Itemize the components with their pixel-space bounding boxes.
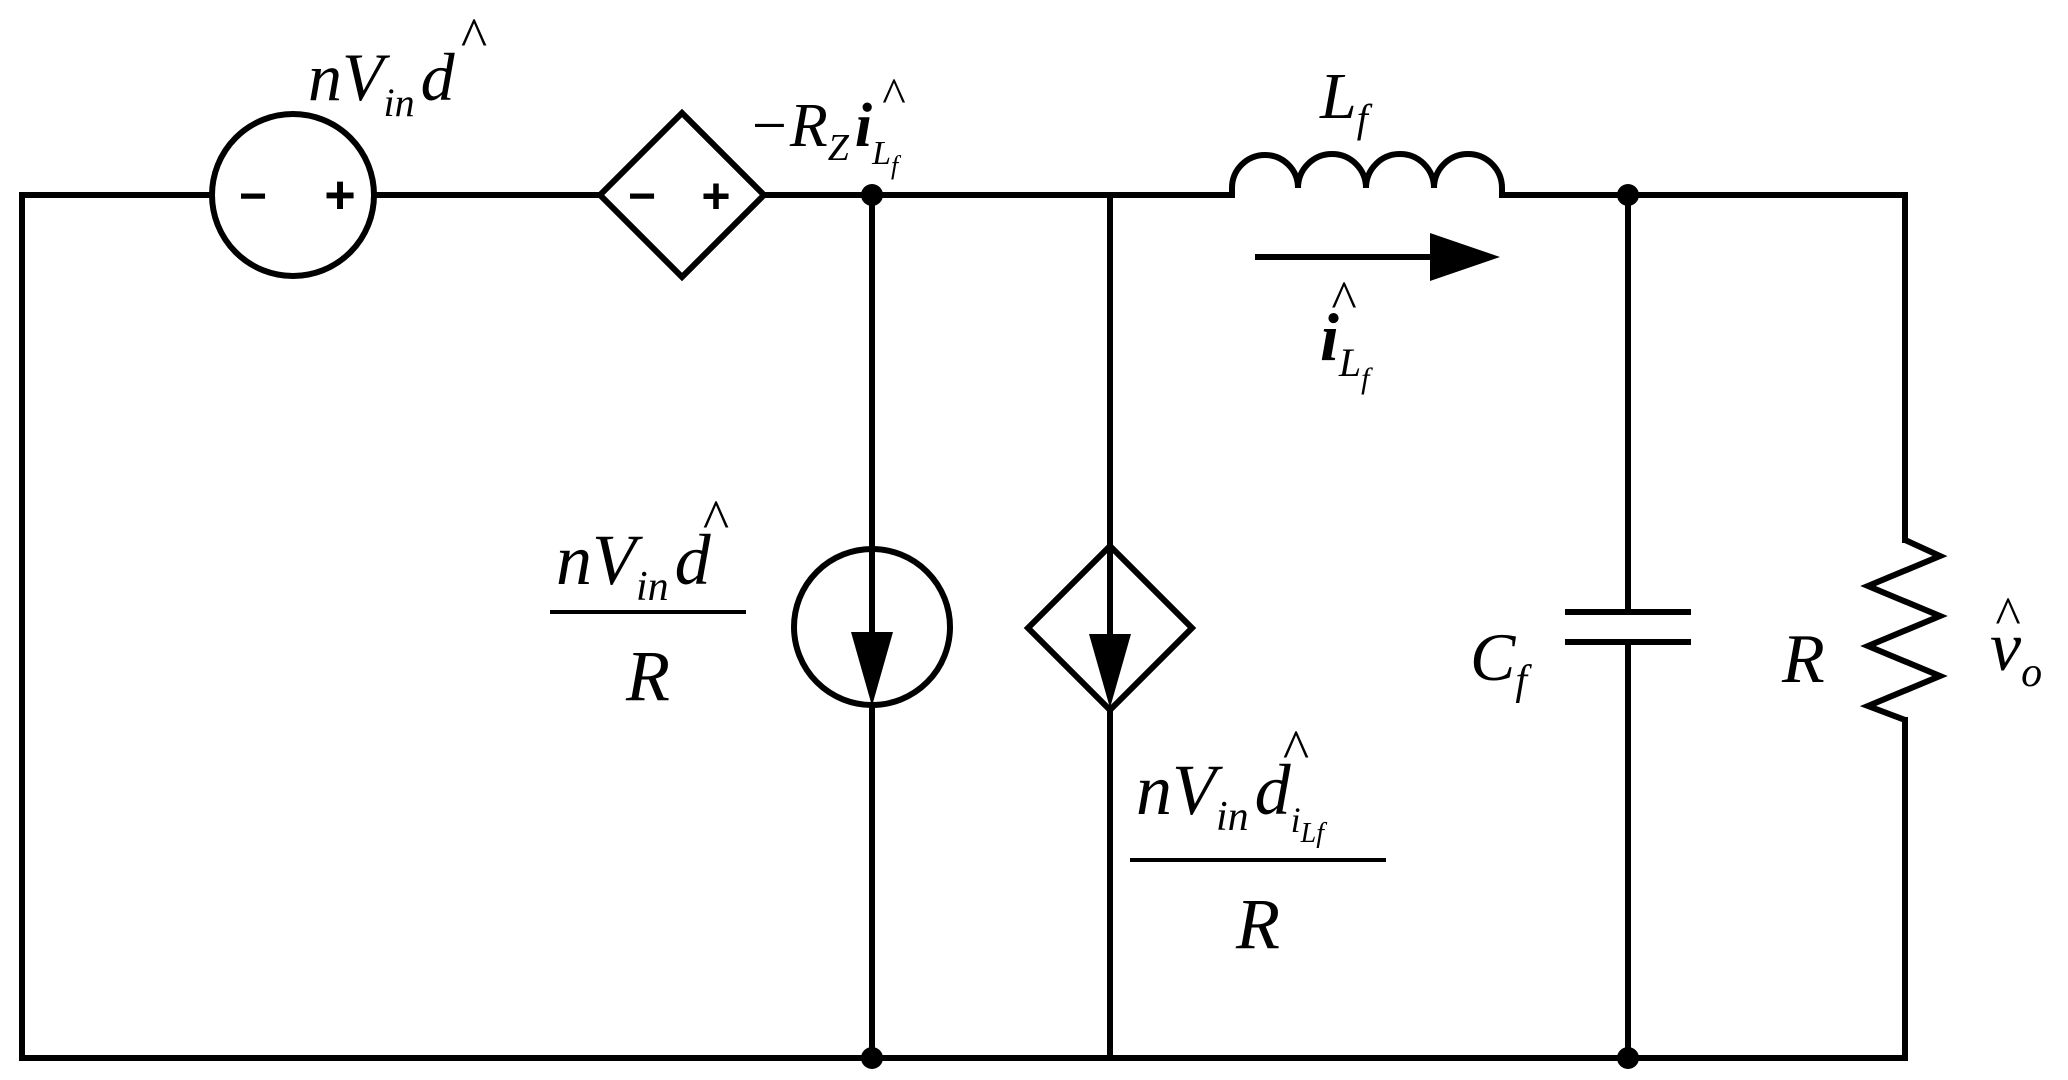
inductor-coil [1229, 151, 1505, 195]
capacitor-label: Cf [1470, 619, 1532, 704]
voltage-source: − + nVind ^ [209, 7, 487, 279]
dependent-voltage-plus: + [701, 168, 730, 224]
junction-dot [1617, 1047, 1639, 1069]
dependent-voltage-label: −RZiLf [748, 92, 902, 180]
voltage-source-hat: ^ [461, 7, 487, 69]
dependent-voltage-source: − + −RZiLf ^ [595, 67, 906, 282]
current-source-hat: ^ [703, 489, 729, 551]
dependent-voltage-hat: ^ [882, 67, 905, 123]
resistor: R [1781, 537, 1948, 723]
dependent-current-numerator: nVindiLf [1136, 750, 1327, 849]
junction-dots [861, 184, 1639, 1069]
dependent-current-hat: ^ [1283, 719, 1309, 781]
inductor-current-hat: ^ [1331, 270, 1356, 330]
output-voltage-label: vo [1990, 609, 2042, 696]
inductor-label: Lf [1319, 60, 1373, 141]
output-voltage: vo ^ [1990, 586, 2042, 696]
dependent-current-arrow-head [1089, 634, 1131, 708]
junction-dot [1617, 184, 1639, 206]
inductor-current-arrow: iLf ^ [1255, 233, 1500, 395]
current-source-arrow-head [851, 632, 893, 706]
dependent-current-denominator: R [1235, 884, 1280, 964]
voltage-source-circle [209, 111, 377, 279]
wires [19, 192, 1908, 1061]
voltage-source-plus: + [324, 165, 356, 225]
current-source: nVind ^ R [550, 489, 953, 716]
current-source-numerator: nVind [556, 520, 712, 610]
voltage-source-label: nVind [308, 39, 456, 125]
dependent-voltage-minus: − [628, 170, 656, 223]
resistor-zigzag [1859, 537, 1948, 723]
current-source-denominator: R [625, 636, 670, 716]
inductor: Lf [1229, 60, 1505, 195]
junction-dot [861, 1047, 883, 1069]
junction-dot [861, 184, 883, 206]
dependent-current-source: nVindiLf ^ R [1023, 541, 1386, 964]
voltage-source-minus: − [239, 170, 267, 223]
current-arrow-head [1430, 233, 1500, 281]
dependent-voltage-source-diamond [595, 108, 769, 282]
resistor-label: R [1781, 621, 1825, 698]
output-voltage-hat: ^ [1995, 586, 2020, 646]
capacitor: Cf [1470, 609, 1691, 704]
